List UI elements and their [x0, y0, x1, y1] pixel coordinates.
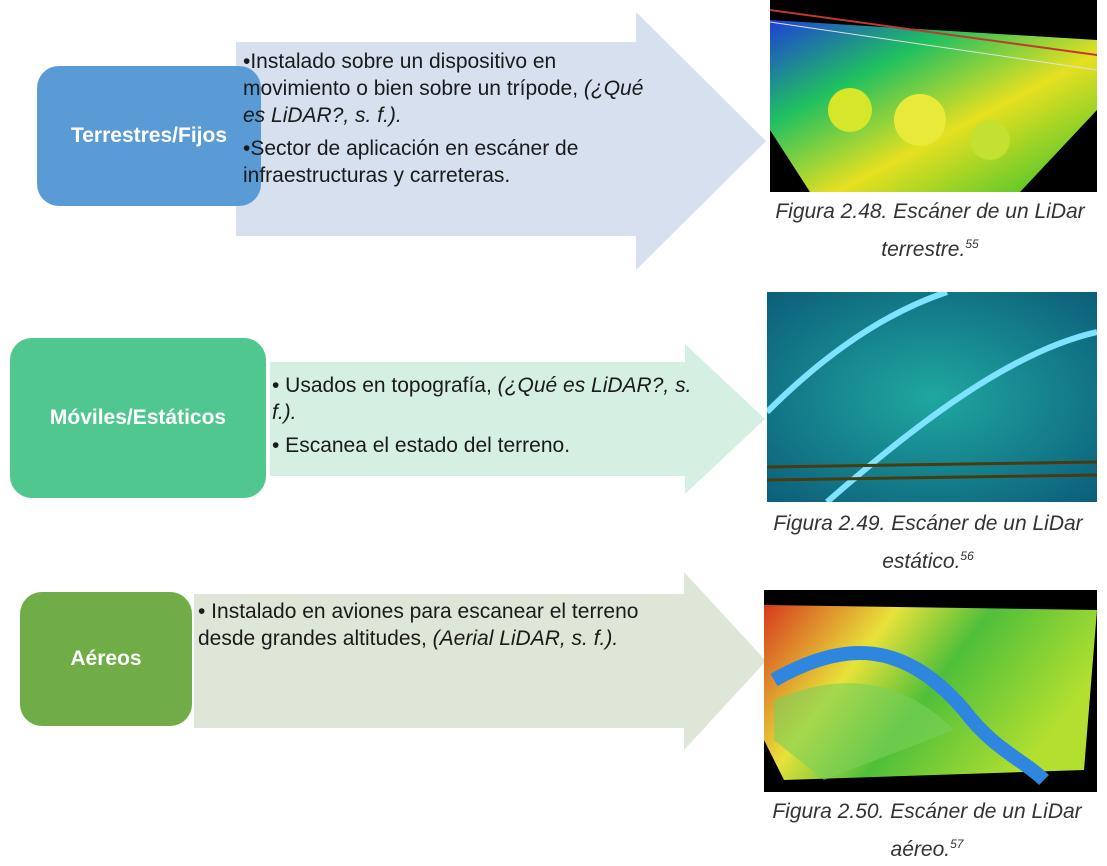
caption-estatico: Figura 2.49. Escáner de un LiDar estátic… — [773, 512, 1083, 573]
bullet-item: • Usados en topografía, (¿Qué es LiDAR?,… — [272, 374, 692, 424]
label-terrestres: Terrestres/Fijos — [37, 66, 261, 206]
bullet-item: • Instalado en aviones para escanear el … — [198, 600, 639, 650]
bullet-item: • Escanea el estado del terreno. — [272, 434, 571, 457]
bullet-item: •Instalado sobre un dispositivo en movim… — [243, 50, 644, 127]
bullets-moviles: • Usados en topografía, (¿Qué es LiDAR?,… — [272, 372, 712, 465]
bullet-item: •Sector de aplicación en escáner de infr… — [243, 137, 579, 187]
arrow-moviles — [270, 344, 765, 494]
arrow-aereos — [194, 572, 766, 750]
arrow-shape — [270, 344, 765, 494]
photo-lidar-terrestre — [770, 0, 1097, 192]
arrow-shape — [194, 572, 766, 750]
label-moviles: Móviles/Estáticos — [10, 338, 266, 498]
arrow-shape — [236, 12, 766, 270]
caption-aereo: Figura 2.50. Escáner de un LiDar aéreo.5… — [772, 800, 1082, 861]
bullets-terrestres: •Instalado sobre un dispositivo en movim… — [243, 48, 668, 195]
photo-lidar-aereo — [764, 590, 1097, 792]
photo-lidar-estatico — [767, 292, 1097, 502]
label-aereos: Aéreos — [20, 592, 192, 726]
arrow-terrestres — [236, 12, 766, 270]
caption-terrestre: Figura 2.48. Escáner de un LiDar terrest… — [775, 200, 1085, 261]
bullets-aereos: • Instalado en aviones para escanear el … — [198, 598, 698, 658]
